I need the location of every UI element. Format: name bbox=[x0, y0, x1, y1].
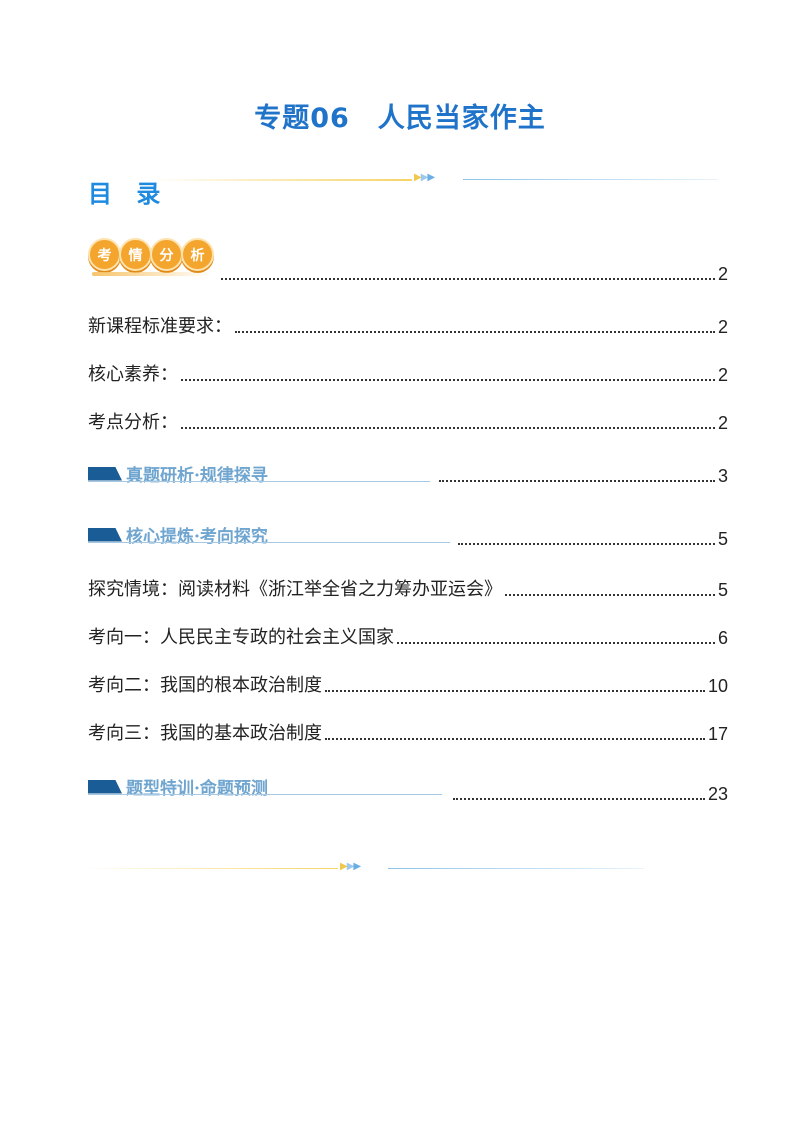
section-bar-icon bbox=[88, 527, 122, 542]
toc-label: 核心素养： bbox=[88, 364, 178, 385]
toc-row[interactable]: 考向二：我国的根本政治制度 10 bbox=[88, 671, 728, 697]
badge-char: 析 bbox=[181, 238, 214, 271]
leader-dots bbox=[221, 278, 715, 280]
exam-analysis-badge: 考 情 分 析 bbox=[88, 238, 214, 271]
toc-label: 考点分析： bbox=[88, 412, 178, 433]
section-bar-icon bbox=[88, 779, 122, 794]
leader-dots bbox=[453, 798, 705, 800]
section-heading-question-training: 题型特训·命题预测 bbox=[88, 774, 268, 799]
section-heading-real-questions: 真题研析·规律探寻 bbox=[88, 461, 268, 486]
page-number: 5 bbox=[717, 529, 728, 549]
page-number: 23 bbox=[707, 784, 728, 804]
toc-label: 考向一：人民民主专政的社会主义国家 bbox=[88, 627, 394, 648]
section-label: 真题研析·规律探寻 bbox=[126, 466, 268, 486]
section-heading-core-refine: 核心提炼·考向探究 bbox=[88, 522, 268, 547]
toc-label: 考向三：我国的基本政治制度 bbox=[88, 723, 322, 744]
toc-row-section2[interactable]: 5 bbox=[455, 529, 728, 550]
section-underline bbox=[88, 794, 442, 795]
leader-dots bbox=[505, 594, 715, 596]
toc-row[interactable]: 新课程标准要求： 2 bbox=[88, 312, 728, 338]
section-label: 核心提炼·考向探究 bbox=[126, 527, 268, 547]
section-label: 题型特训·命题预测 bbox=[126, 779, 268, 799]
page-number: 17 bbox=[707, 724, 728, 744]
leader-dots bbox=[325, 738, 705, 740]
footer-divider-yellow bbox=[80, 868, 338, 869]
leader-dots bbox=[181, 427, 715, 429]
arrows-icon: ▶▶▶ bbox=[340, 861, 361, 872]
badge-underline bbox=[92, 272, 212, 276]
toc-label: 新课程标准要求： bbox=[88, 316, 232, 337]
section-underline bbox=[88, 481, 430, 482]
page-number: 5 bbox=[717, 580, 728, 600]
page-number: 10 bbox=[707, 676, 728, 696]
toc-row[interactable]: 考点分析： 2 bbox=[88, 408, 728, 434]
toc-row[interactable]: 探究情境：阅读材料《浙江举全省之力筹办亚运会》 5 bbox=[88, 575, 728, 601]
leader-dots bbox=[325, 690, 705, 692]
header-divider-yellow bbox=[150, 179, 412, 181]
toc-heading: 目 录 bbox=[88, 180, 169, 208]
footer-divider-blue bbox=[388, 868, 644, 869]
toc-row[interactable]: 考向三：我国的基本政治制度 17 bbox=[88, 719, 728, 745]
page-number: 6 bbox=[717, 628, 728, 648]
toc-row[interactable]: 核心素养： 2 bbox=[88, 360, 728, 386]
toc-row-section1[interactable]: 3 bbox=[436, 466, 728, 487]
leader-dots bbox=[235, 331, 715, 333]
badge-char: 分 bbox=[150, 238, 183, 271]
leader-dots bbox=[181, 379, 715, 381]
badge-char: 情 bbox=[119, 238, 152, 271]
page-number: 3 bbox=[717, 466, 728, 486]
toc-label: 探究情境：阅读材料《浙江举全省之力筹办亚运会》 bbox=[88, 579, 502, 600]
toc-label: 考向二：我国的根本政治制度 bbox=[88, 675, 322, 696]
page-title: 专题06 人民当家作主 bbox=[254, 103, 546, 134]
leader-dots bbox=[458, 543, 715, 545]
page-number: 2 bbox=[717, 264, 728, 284]
arrows-icon: ▶▶▶ bbox=[414, 172, 435, 183]
page-number: 2 bbox=[717, 413, 728, 433]
leader-dots bbox=[439, 480, 715, 482]
toc-row-section3[interactable]: 23 bbox=[450, 784, 728, 805]
page-number: 2 bbox=[717, 317, 728, 337]
toc-row[interactable]: 考向一：人民民主专政的社会主义国家 6 bbox=[88, 623, 728, 649]
toc-row-exam-analysis[interactable]: 2 bbox=[218, 264, 728, 285]
leader-dots bbox=[397, 642, 715, 644]
section-bar-icon bbox=[88, 466, 122, 481]
header-divider-blue bbox=[463, 179, 718, 180]
section-underline bbox=[88, 542, 450, 543]
page-number: 2 bbox=[717, 365, 728, 385]
badge-char: 考 bbox=[88, 238, 121, 271]
